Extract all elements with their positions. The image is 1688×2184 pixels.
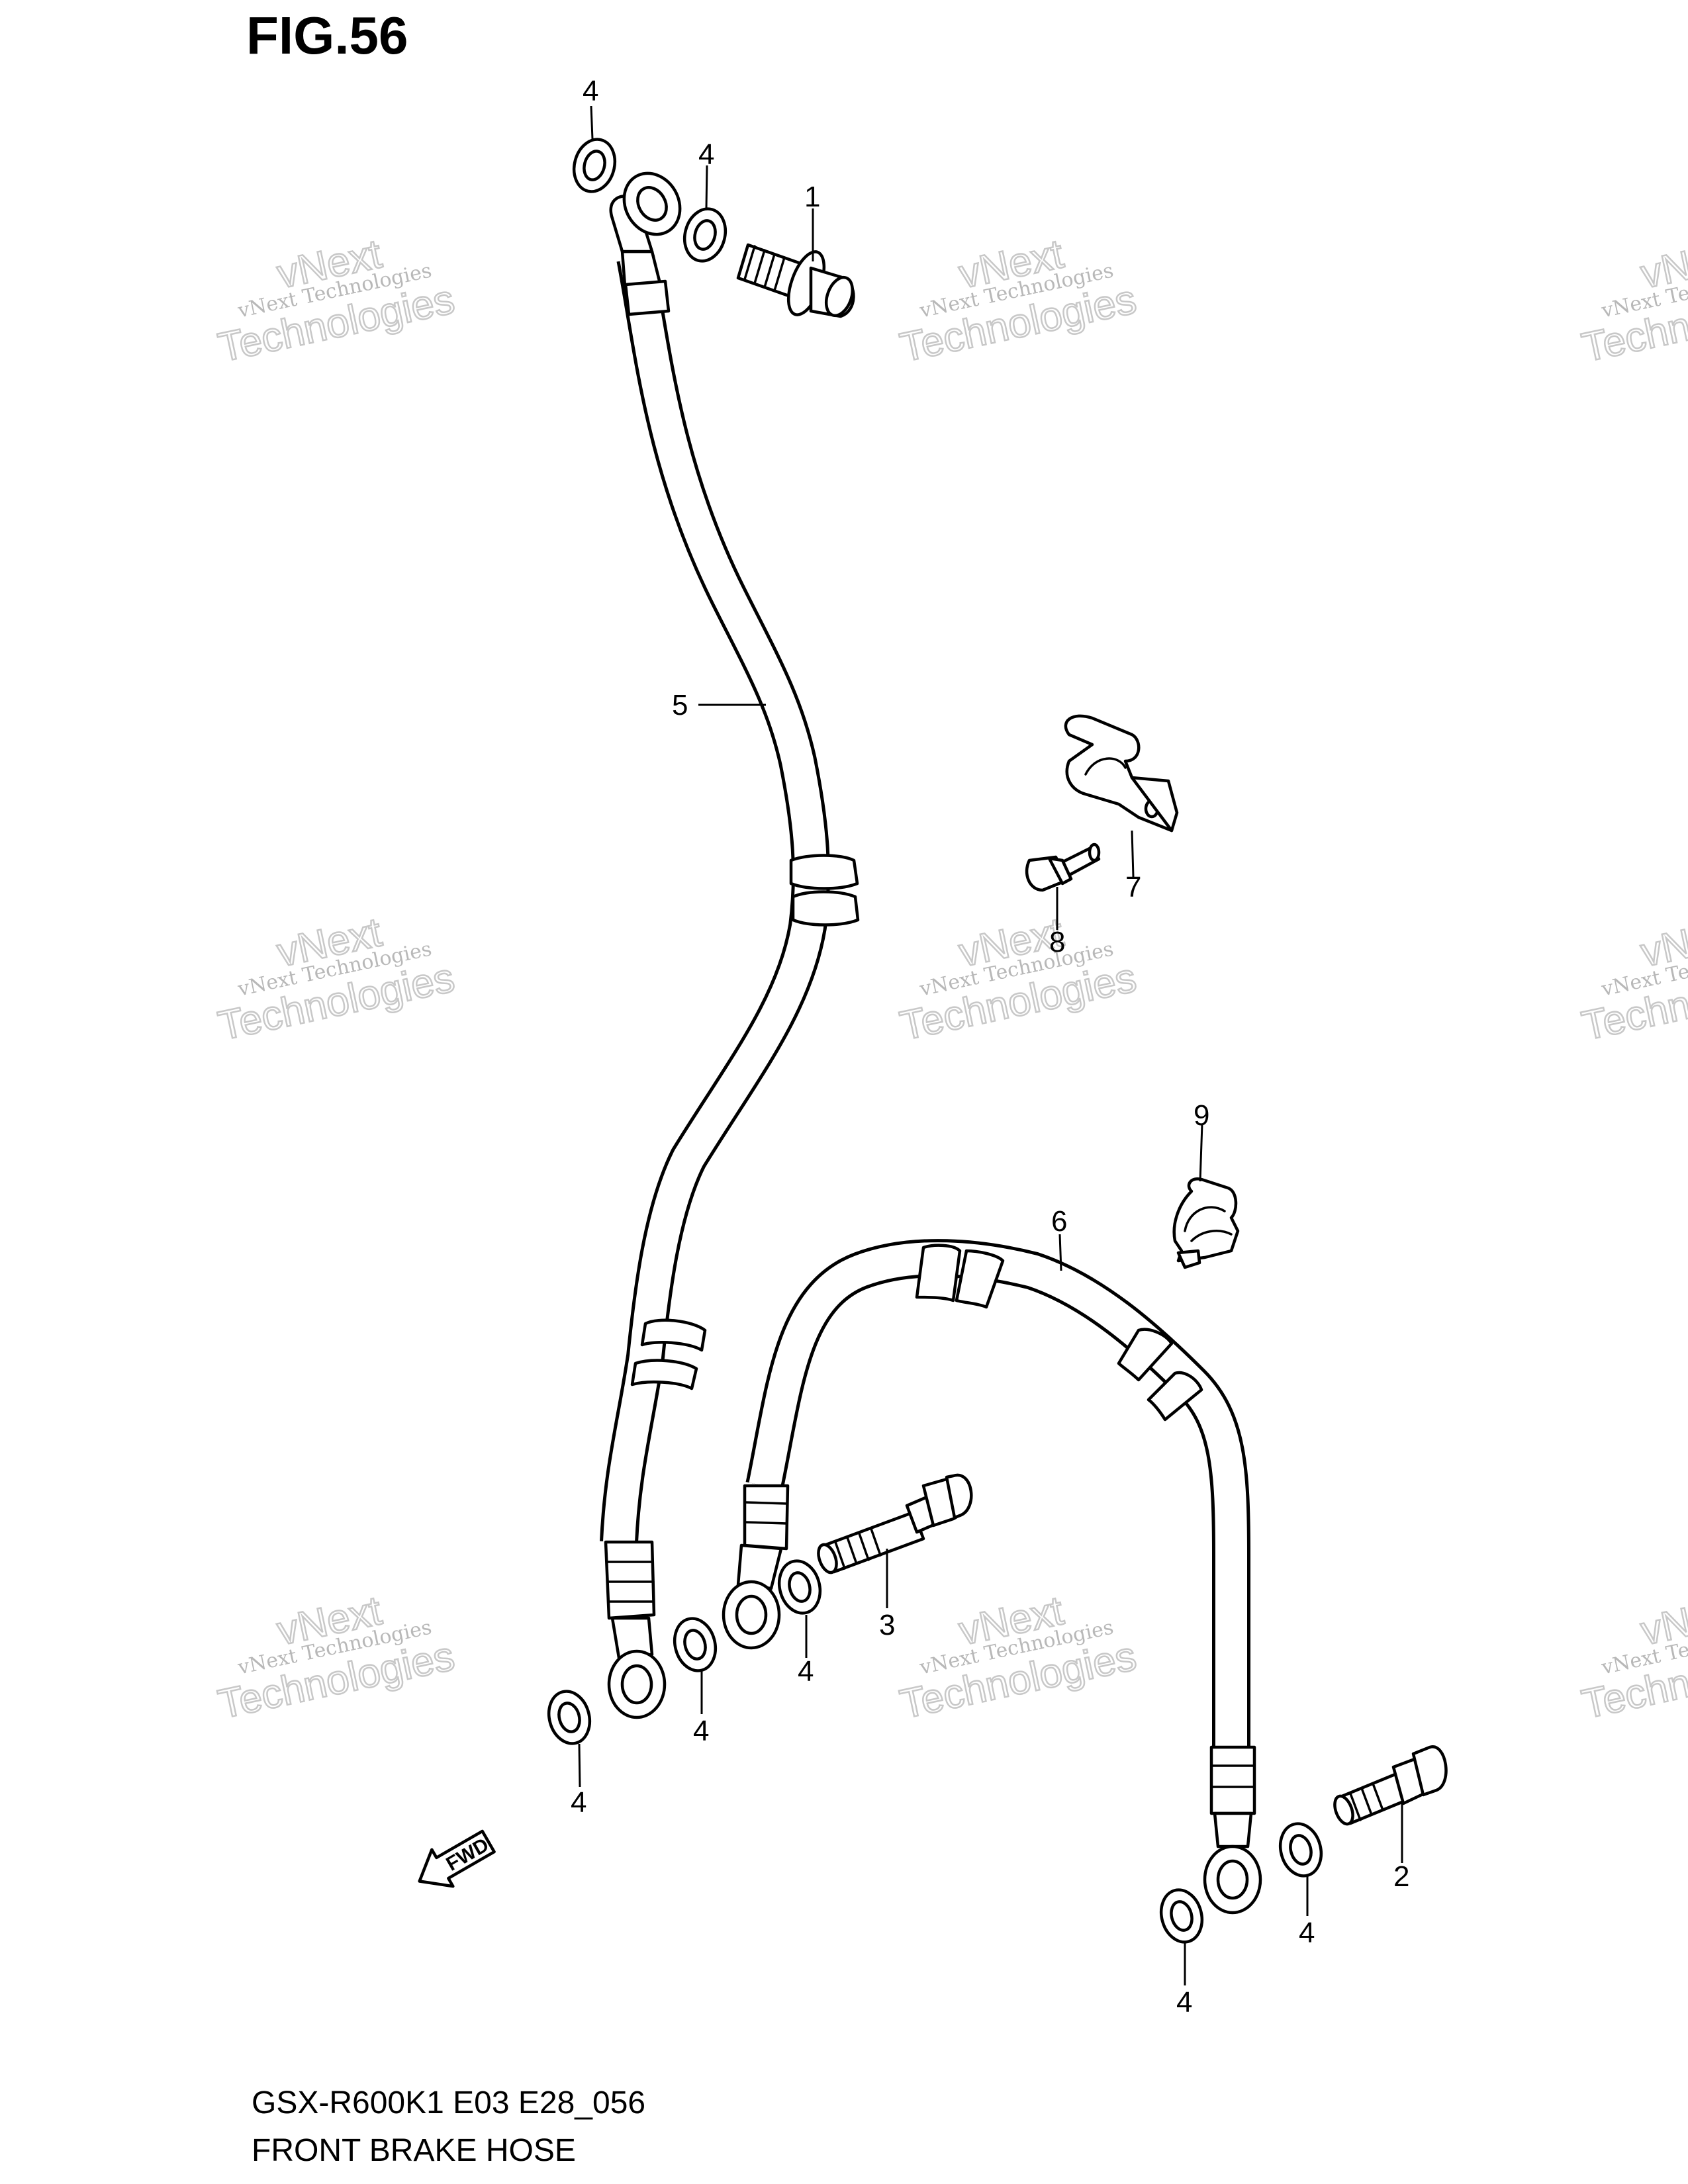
ref-label: 7 (1125, 871, 1141, 903)
ref-label: 4 (1299, 1917, 1315, 1949)
brake-hose-upper[interactable] (600, 163, 860, 1719)
hose-collar-upper-middle (789, 854, 860, 927)
clamp-bolt[interactable] (1025, 842, 1101, 892)
banjo-fitting-lower-left (604, 1540, 667, 1719)
ref-label: 4 (693, 1715, 709, 1747)
model-code: GSX-R600K1 E03 E28_056 (252, 2085, 646, 2120)
banjo-fitting-caliper (1203, 1745, 1262, 1915)
ref-label: 4 (1176, 1986, 1192, 2019)
gasket-left-middle[interactable] (669, 1614, 722, 1676)
hose-clamp-bracket[interactable] (1064, 714, 1179, 833)
ref-label: 4 (571, 1786, 586, 1819)
ref-label: 5 (672, 689, 688, 721)
ref-label: 9 (1194, 1099, 1209, 1132)
banjo-fitting-upper (609, 171, 682, 316)
gasket-center[interactable] (774, 1557, 826, 1618)
figure-title: FIG.56 (246, 6, 408, 65)
ref-label: 4 (698, 138, 714, 171)
union-bolt-top[interactable] (736, 243, 857, 320)
ref-label: 6 (1051, 1205, 1067, 1238)
hose-collar-lower-right (1117, 1328, 1203, 1422)
union-bolt-3-way[interactable] (815, 1473, 973, 1575)
gasket-top-right[interactable] (679, 205, 731, 266)
hose-clamp[interactable] (1172, 1177, 1240, 1269)
ref-label: 2 (1393, 1860, 1409, 1893)
gasket-bottom-right[interactable] (1156, 1886, 1208, 1947)
banjo-fitting-lower-middle (722, 1484, 790, 1650)
gasket-top-left[interactable] (569, 135, 621, 197)
forward-arrow-icon: FWD (418, 1829, 496, 1888)
leader-lines (578, 105, 1403, 1985)
ref-label: 4 (798, 1655, 814, 1688)
section-name: FRONT BRAKE HOSE (252, 2133, 576, 2168)
ref-label: 4 (583, 75, 598, 107)
hose-collar-lower-middle (630, 1318, 707, 1390)
brake-hose-lower[interactable] (722, 1239, 1262, 1915)
ref-label: 3 (879, 1609, 895, 1641)
ref-label: 1 (804, 181, 820, 213)
hose-collar-lower-top (915, 1244, 1005, 1309)
gasket-right[interactable] (1275, 1819, 1327, 1881)
ref-label: 8 (1049, 926, 1065, 958)
union-bolt-caliper[interactable] (1331, 1745, 1448, 1826)
reference-labels: 4 4 1 5 7 8 9 6 3 4 4 4 2 4 4 (571, 75, 1409, 2019)
gasket-left-bottom[interactable] (543, 1687, 596, 1749)
